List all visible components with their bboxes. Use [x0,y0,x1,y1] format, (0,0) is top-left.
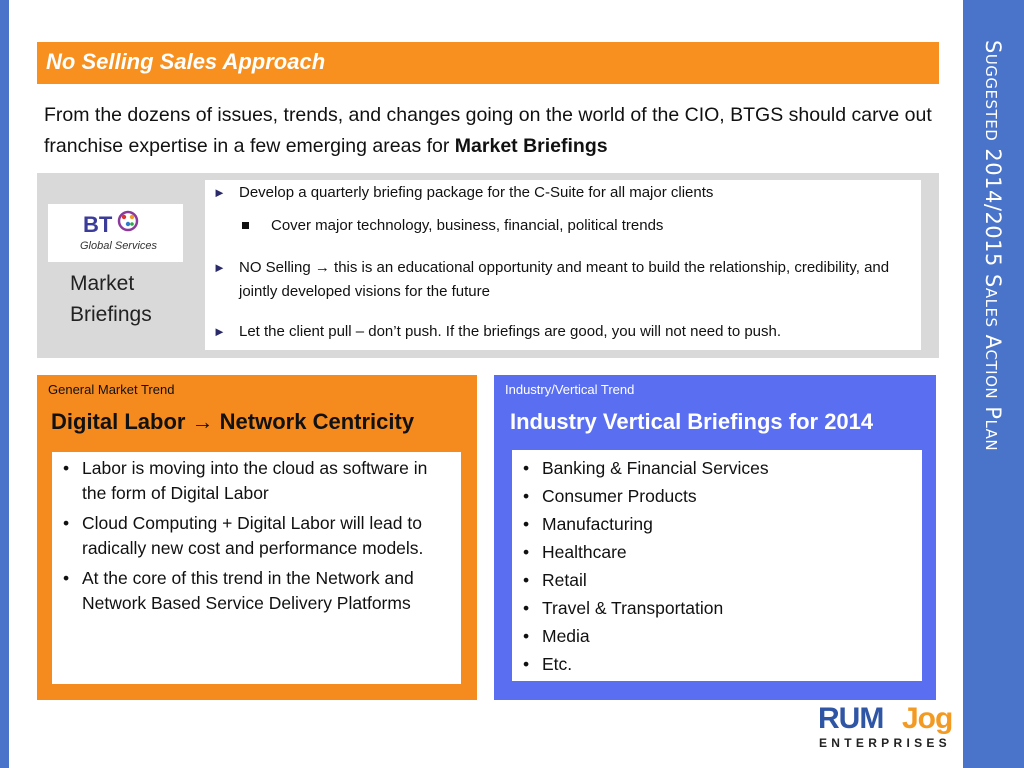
bt-logo-brand: BT [83,212,113,237]
list-item: At the core of this trend in the Network… [60,566,453,615]
left-accent-stripe [0,0,9,768]
list-item: Cloud Computing + Digital Labor will lea… [60,511,453,560]
heading-bar: No Selling Sales Approach [37,42,939,84]
market-briefings-label: Market Briefings [70,272,152,326]
general-trend-title: Digital Labor → Network Centricity [51,409,415,434]
industry-trend-label: Industry/Vertical Trend [505,382,635,397]
triangle-bullet-icon: ► [213,324,226,339]
general-trend-body: Labor is moving into the cloud as softwa… [52,452,461,684]
general-trend-label: General Market Trend [48,382,175,397]
market-briefings-content: ► Develop a quarterly briefing package f… [205,180,921,350]
bt-globe-icon [117,210,139,232]
intro-bold: Market Briefings [454,135,608,157]
list-item: Etc. [520,650,914,678]
list-item: Travel & Transportation [520,594,914,622]
side-title-band [963,0,1024,768]
intro-paragraph: From the dozens of issues, trends, and c… [44,100,934,162]
triangle-bullet-icon: ► [213,260,226,275]
side-title-text: Suggested 2014/2015 Sales Action Plan [981,40,1005,452]
list-item: Labor is moving into the cloud as softwa… [60,456,453,505]
rumjog-logo: RUM Jog ENTERPRISES [818,702,958,752]
intro-text: From the dozens of issues, trends, and c… [44,104,932,157]
rumjog-logo-part2: Jog [902,702,953,735]
bt-logo: BT Global Services [48,204,183,262]
list-item: Retail [520,566,914,594]
square-bullet-icon [242,222,249,229]
list-item: Consumer Products [520,482,914,510]
general-trend-list: Labor is moving into the cloud as softwa… [60,456,453,621]
triangle-bullet-icon: ► [213,185,226,200]
industry-trend-title: Industry Vertical Briefings for 2014 [510,409,874,434]
general-trend-panel: General Market Trend Digital Labor → Net… [37,375,477,700]
bt-logo-subtitle: Global Services [80,240,158,252]
industry-trend-list: Banking & Financial Services Consumer Pr… [520,454,914,678]
industry-trend-body: Banking & Financial Services Consumer Pr… [512,450,922,681]
list-item: Healthcare [520,538,914,566]
list-item: Manufacturing [520,510,914,538]
industry-trend-panel: Industry/Vertical Trend Industry Vertica… [494,375,936,700]
slide-heading: No Selling Sales Approach [46,49,326,74]
list-item: Media [520,622,914,650]
list-item: Banking & Financial Services [520,454,914,482]
rumjog-logo-part1: RUM [818,702,884,735]
rumjog-logo-tagline: ENTERPRISES [819,736,951,750]
